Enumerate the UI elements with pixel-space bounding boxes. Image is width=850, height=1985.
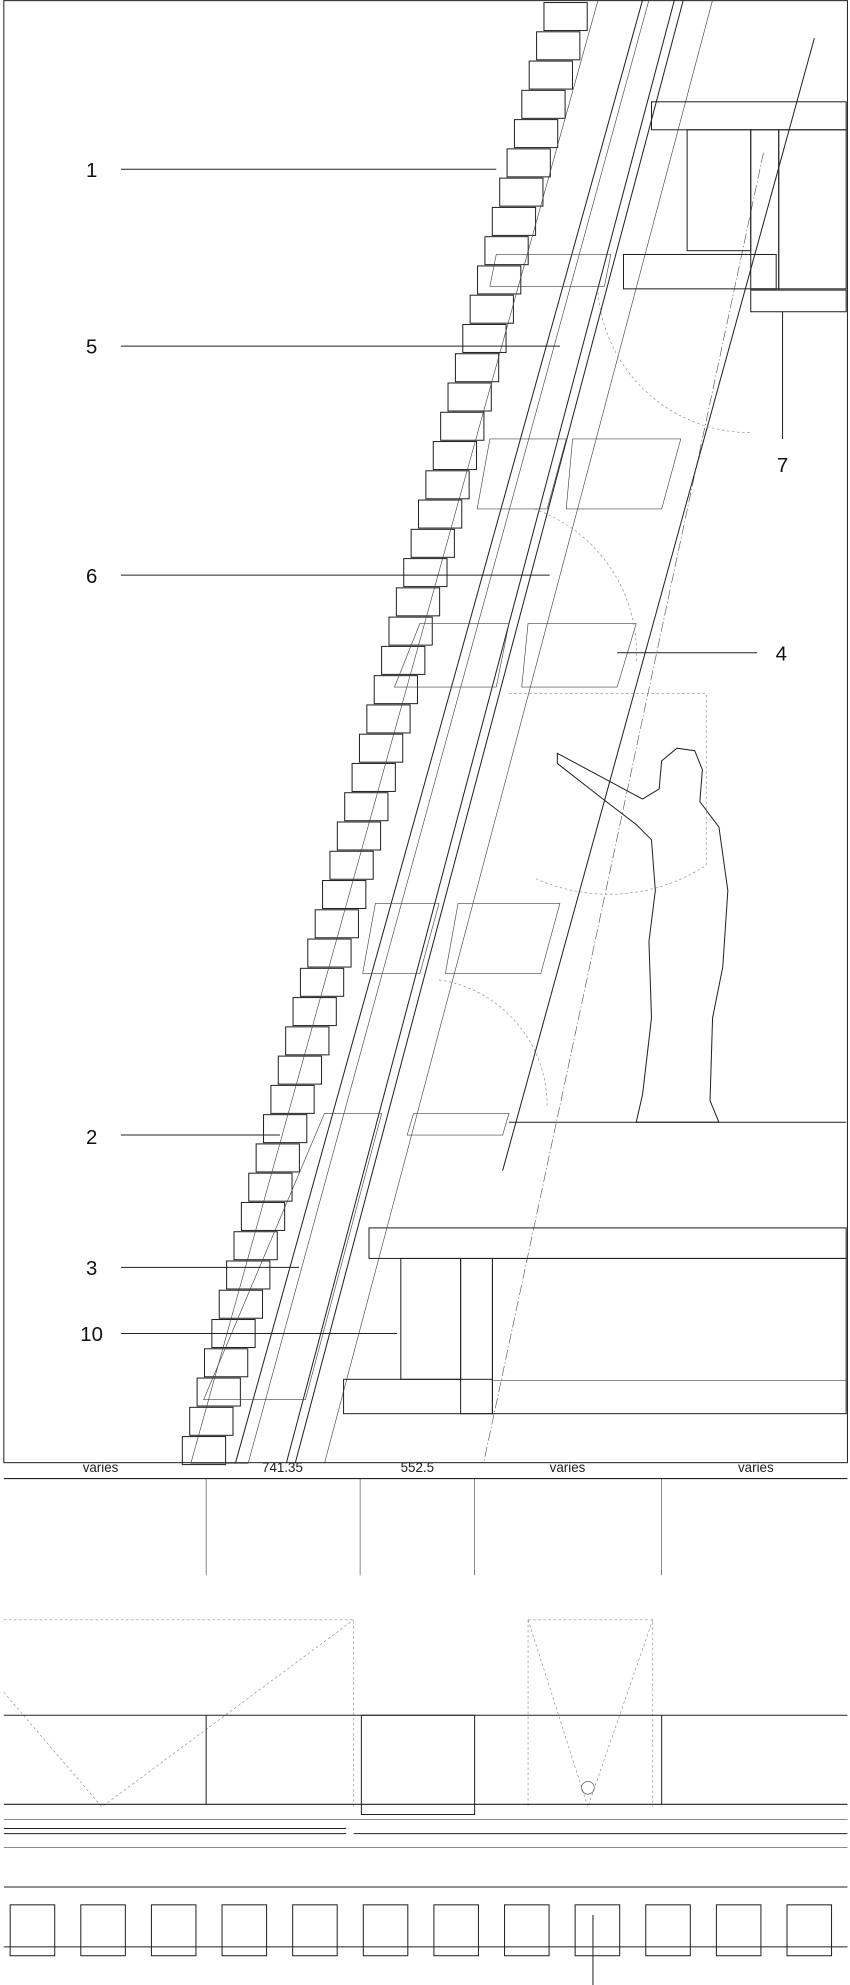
callout-label: 1: [86, 160, 97, 182]
brick: [307, 938, 352, 968]
fixture-symbol: [581, 1781, 595, 1795]
brick: [447, 382, 492, 412]
brick: [299, 967, 345, 997]
plan-brick: [80, 1904, 126, 1957]
brick: [358, 733, 404, 763]
callout-2: 2: [86, 1127, 280, 1149]
plan-column: [360, 1714, 476, 1816]
brick: [373, 675, 418, 705]
brick: [528, 60, 573, 90]
brick: [381, 645, 426, 675]
plan-brick: [715, 1904, 762, 1957]
callout-label: 5: [86, 337, 97, 359]
plan-brick: [574, 1904, 621, 1957]
brick: [329, 850, 374, 880]
callout-5: 5: [86, 337, 560, 359]
brick: [462, 323, 507, 353]
brick: [388, 616, 433, 646]
plan-brick: [292, 1904, 338, 1957]
dimension-label: varies: [83, 1460, 119, 1475]
dimension-label: varies: [738, 1460, 774, 1475]
plan-brick: [9, 1904, 56, 1957]
glazing-line: [285, 0, 675, 1464]
brick: [417, 499, 463, 529]
brick: [521, 89, 566, 119]
brick: [218, 1289, 264, 1319]
brick: [196, 1377, 241, 1407]
plan-brick: [362, 1904, 409, 1957]
section-frame: [3, 0, 848, 1464]
brick: [203, 1348, 249, 1378]
dimension-label: 741.35: [262, 1460, 303, 1475]
human-figure-silhouette: [556, 747, 729, 1123]
brick: [233, 1231, 278, 1261]
callout-3: 3: [86, 1258, 300, 1280]
callout-4: 4: [617, 643, 787, 665]
callout-6: 6: [86, 566, 550, 588]
plan-brick: [645, 1904, 691, 1957]
plan-brick: [221, 1904, 268, 1957]
brick: [277, 1055, 323, 1085]
inner-face: [502, 38, 815, 1171]
callout-label: 6: [86, 566, 97, 588]
brick: [454, 353, 500, 383]
brick: [432, 441, 478, 471]
callout-label: 2: [86, 1127, 97, 1149]
axis-line: [483, 152, 764, 1464]
brick: [322, 880, 367, 910]
plan-brick: [433, 1904, 479, 1957]
callout-label: 10: [80, 1324, 103, 1346]
brick: [189, 1406, 234, 1436]
brick: [477, 265, 522, 295]
brick: [543, 2, 588, 32]
brick: [536, 31, 581, 61]
brick: [366, 704, 411, 734]
concrete-wall-upper: [190, 0, 650, 1464]
dimension-string: varies 741.35 552.5 varies varies: [3, 1460, 848, 1576]
brick: [263, 1114, 308, 1144]
brick: [255, 1143, 300, 1173]
callout-10: 10: [80, 1324, 398, 1346]
callout-label: 3: [86, 1258, 97, 1280]
brick: [506, 148, 551, 178]
brick: [351, 762, 396, 792]
brick: [226, 1260, 271, 1290]
lower-floor-slab: [343, 1121, 847, 1415]
brick: [314, 909, 359, 939]
callout-label: 4: [776, 643, 787, 665]
brick: [336, 821, 382, 851]
callout-label: 7: [777, 455, 788, 477]
brick: [484, 236, 529, 266]
brick: [499, 177, 544, 207]
plan-brick: [150, 1904, 197, 1957]
brick: [292, 997, 337, 1027]
brick: [469, 294, 514, 324]
brick: [270, 1084, 315, 1114]
brick: [395, 587, 441, 617]
dimension-label: varies: [550, 1460, 586, 1475]
brick: [410, 528, 455, 558]
upper-floor-slab: [622, 101, 847, 313]
plan-brick: [504, 1904, 550, 1957]
brick: [513, 119, 559, 149]
brick: [403, 558, 448, 588]
brick: [240, 1201, 286, 1231]
brick: [344, 792, 389, 822]
facade-wall: [181, 0, 815, 1466]
brick: [285, 1026, 330, 1056]
plan-brick: [786, 1904, 833, 1957]
callout-7: 7: [777, 311, 788, 477]
callout-1: 1: [86, 160, 497, 182]
brick: [491, 206, 537, 236]
dimension-label: 552.5: [401, 1460, 434, 1475]
brick: [425, 470, 470, 500]
brick-cladding: [181, 2, 588, 1466]
plan-brick-row: [9, 1904, 833, 1957]
brick: [181, 1436, 227, 1466]
plan-view: [3, 1619, 848, 1985]
brick: [248, 1172, 293, 1202]
brick: [440, 411, 485, 441]
